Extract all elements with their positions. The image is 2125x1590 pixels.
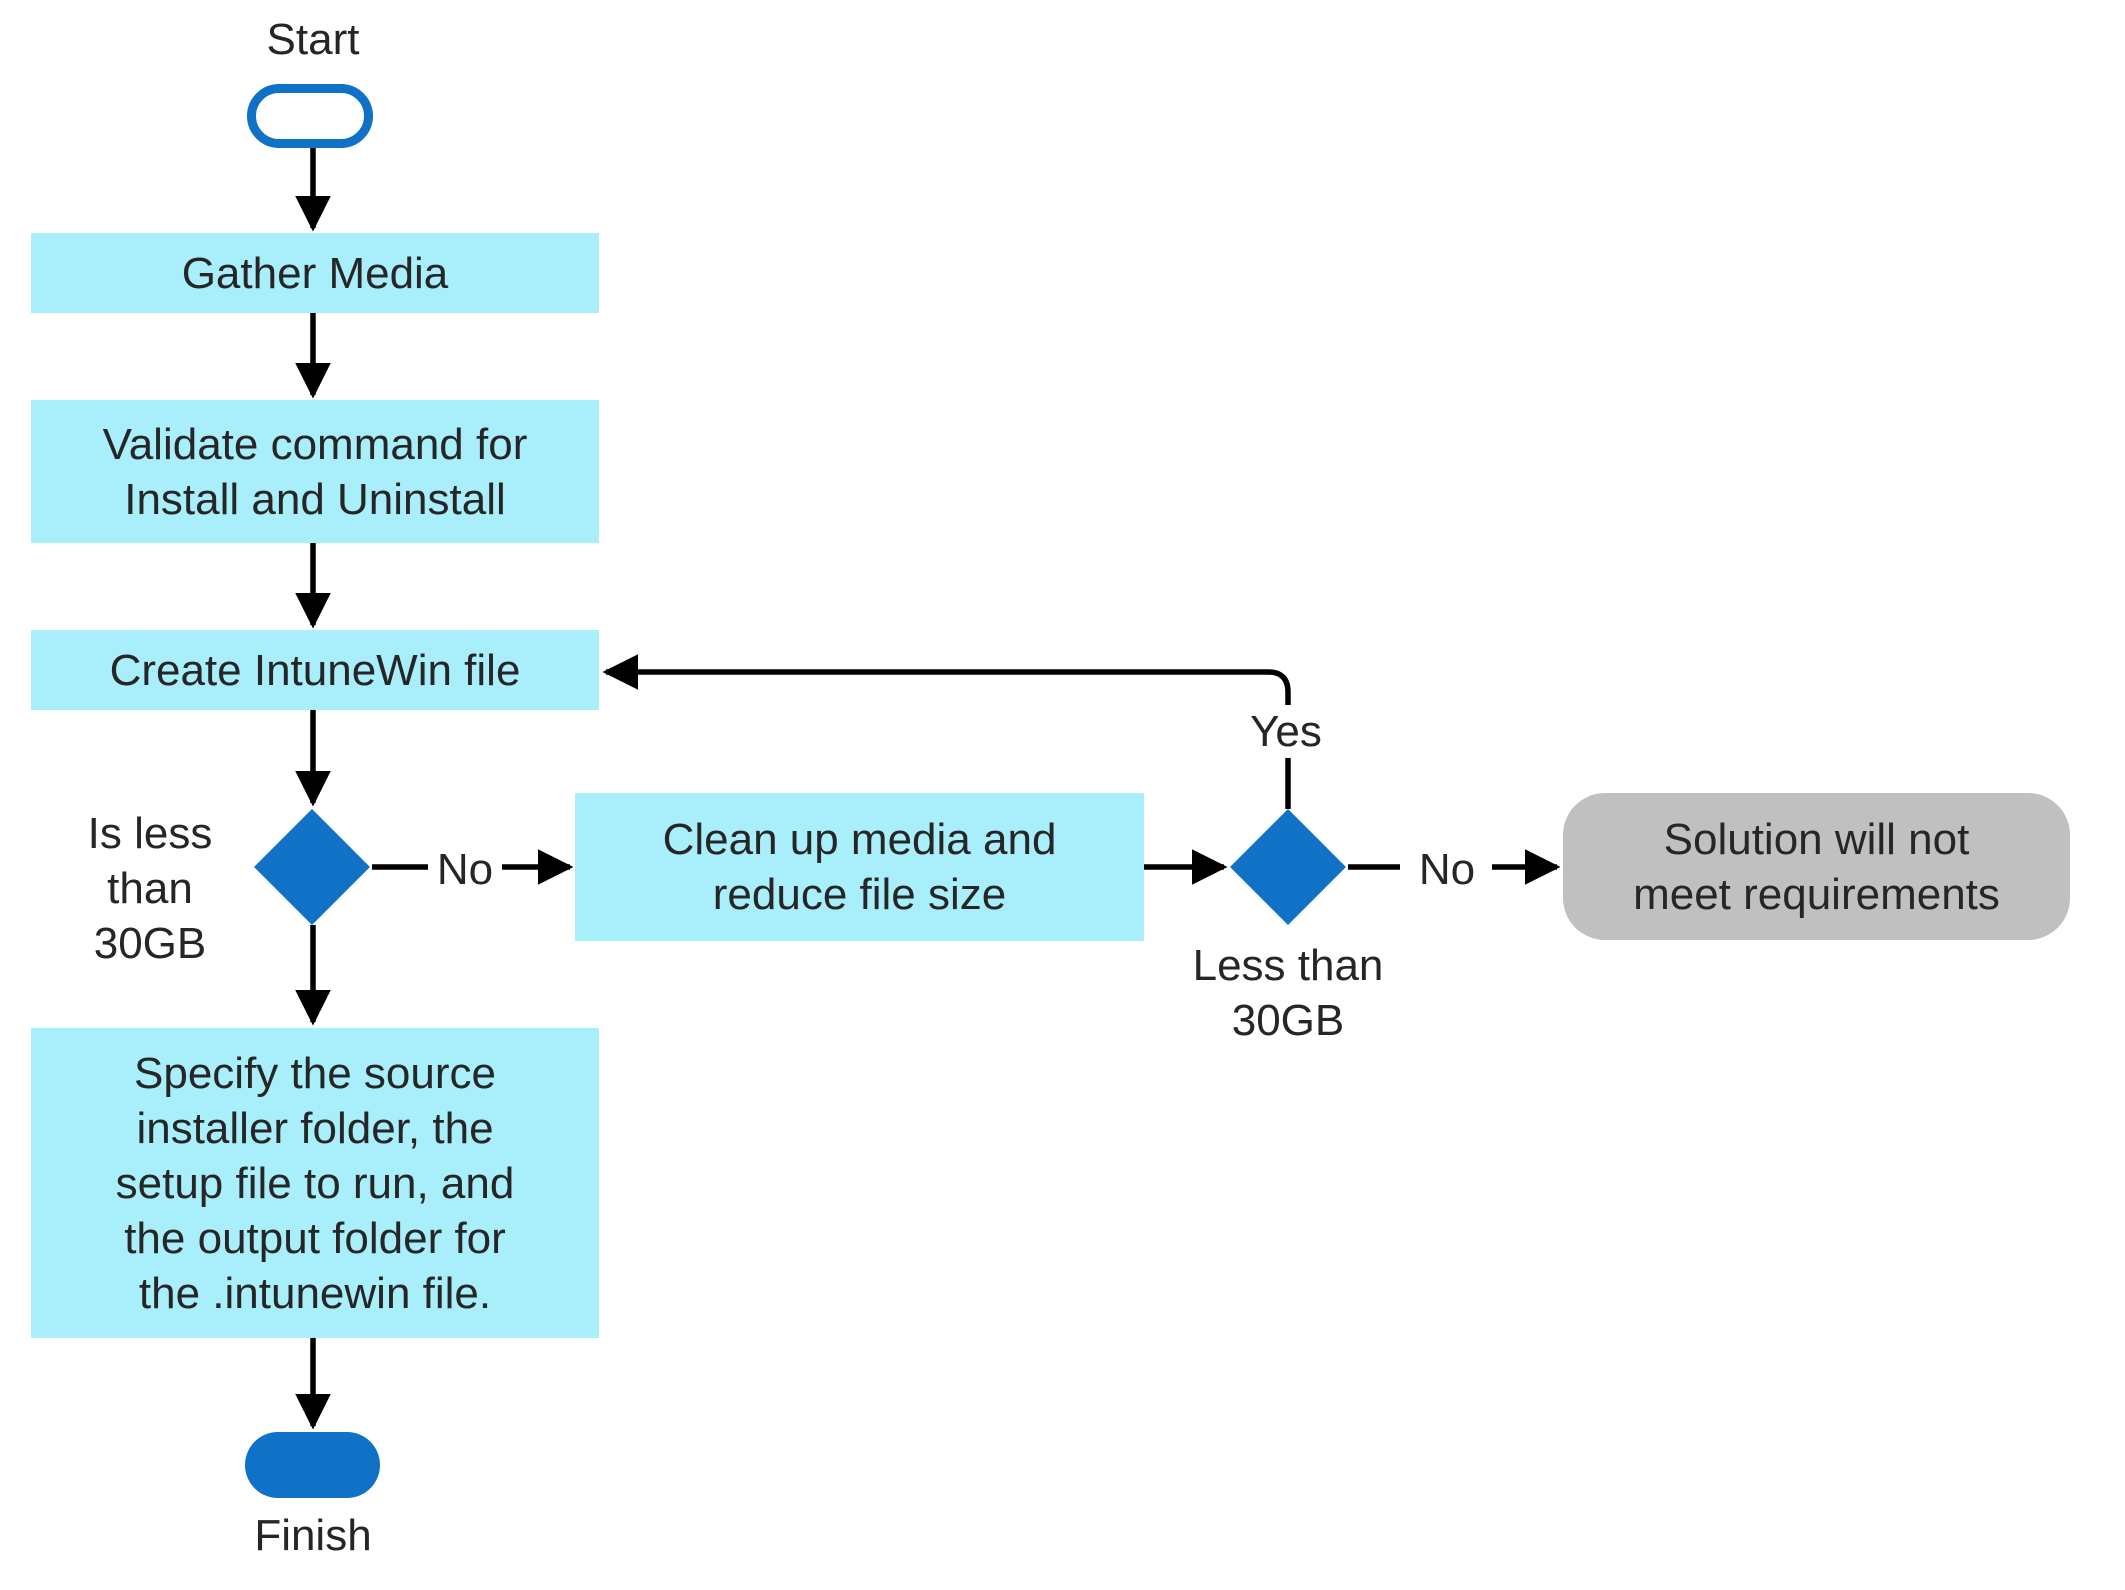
clean-up-media-box: Clean up media and reduce file size [575,793,1144,941]
decision1-no-label: No [436,845,494,894]
decision1-label: Is less than 30GB [87,809,213,968]
create-intunewin-box: Create IntuneWin file [31,630,599,710]
gather-media-box: Gather Media [31,233,599,313]
validate-command-box: Validate command for Install and Uninsta… [31,400,599,543]
specify-source-box: Specify the source installer folder, the… [31,1028,599,1338]
decision-less-than-30gb [1230,809,1346,925]
solution-not-meet-box: Solution will not meet requirements [1563,793,2070,940]
start-label: Start [266,15,360,64]
finish-node [245,1432,380,1498]
decision2-yes-label: Yes [1250,707,1322,756]
decision2-no-label: No [1418,845,1476,894]
start-node [247,84,373,148]
decision2-label: Less than 30GB [1192,941,1384,1045]
connector-yes-loop-to-create [602,654,1291,705]
decision-is-less-than-30gb [254,809,370,925]
finish-label: Finish [254,1511,372,1560]
